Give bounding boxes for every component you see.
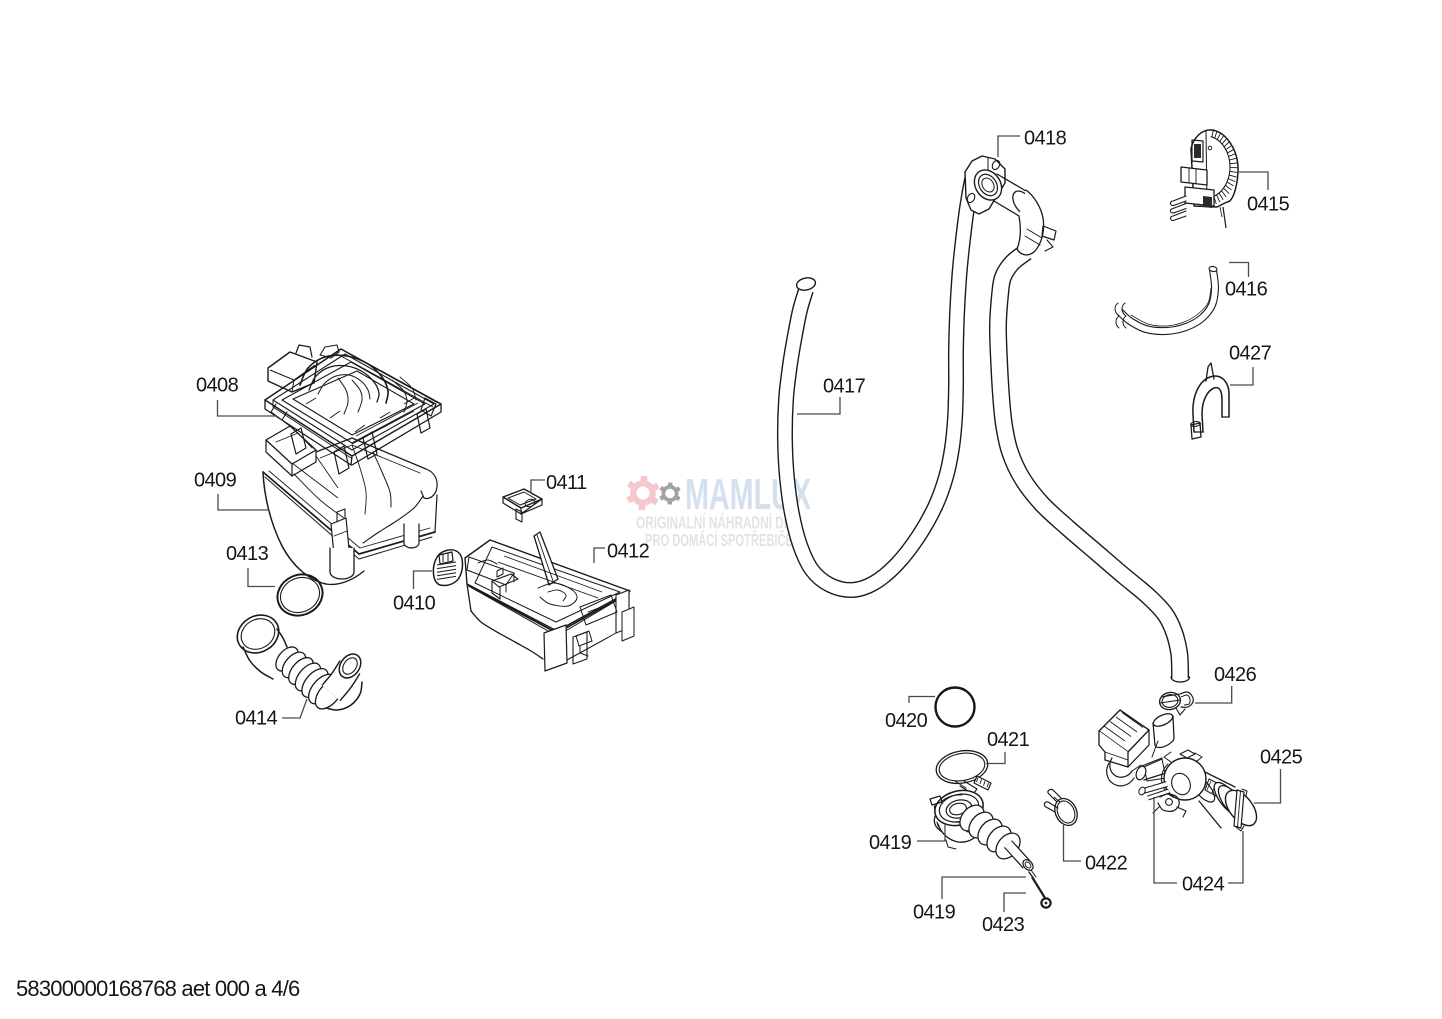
svg-text:0425: 0425 bbox=[1260, 747, 1303, 769]
svg-text:0410: 0410 bbox=[393, 593, 436, 615]
svg-text:0427: 0427 bbox=[1229, 343, 1272, 365]
svg-text:0420: 0420 bbox=[885, 710, 928, 732]
svg-text:PRO DOMÁCÍ SPOTŘEBIČE: PRO DOMÁCÍ SPOTŘEBIČE bbox=[645, 529, 793, 550]
svg-text:0416: 0416 bbox=[1225, 279, 1268, 301]
svg-text:0413: 0413 bbox=[226, 543, 269, 565]
svg-text:0417: 0417 bbox=[823, 376, 866, 398]
svg-text:0418: 0418 bbox=[1024, 128, 1067, 150]
svg-text:0419: 0419 bbox=[869, 832, 912, 854]
svg-text:0411: 0411 bbox=[546, 472, 587, 494]
svg-text:ORIGINALNÍ NÁHRADNÍ DÍLY: ORIGINALNÍ NÁHRADNÍ DÍLY bbox=[636, 512, 801, 533]
svg-text:0415: 0415 bbox=[1247, 194, 1290, 216]
svg-text:0424: 0424 bbox=[1182, 874, 1225, 896]
svg-text:0408: 0408 bbox=[196, 375, 239, 397]
svg-text:0419: 0419 bbox=[913, 902, 956, 924]
svg-text:0422: 0422 bbox=[1085, 853, 1128, 875]
svg-text:58300000168768 aet 000 a 4/6: 58300000168768 aet 000 a 4/6 bbox=[16, 976, 300, 1001]
svg-text:0412: 0412 bbox=[607, 541, 650, 563]
svg-text:0409: 0409 bbox=[194, 470, 237, 492]
svg-text:0421: 0421 bbox=[987, 729, 1030, 751]
svg-text:0426: 0426 bbox=[1214, 664, 1257, 686]
svg-text:0423: 0423 bbox=[982, 914, 1025, 936]
svg-text:0414: 0414 bbox=[235, 708, 278, 730]
